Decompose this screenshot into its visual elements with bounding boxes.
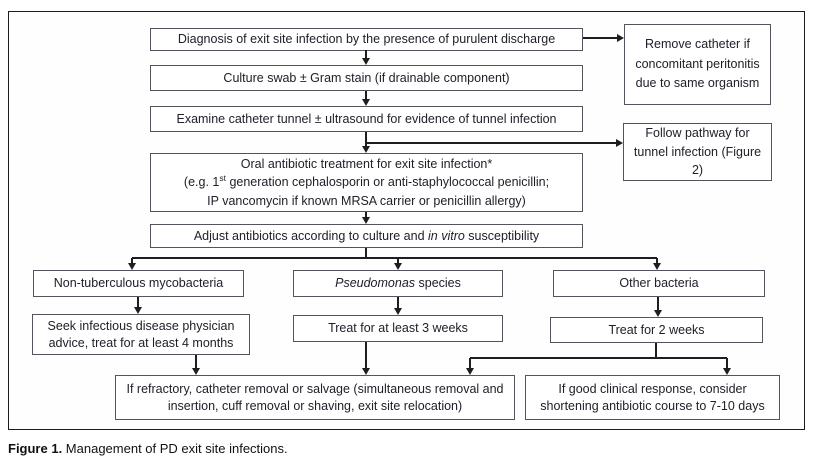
treat-3-weeks-box: Treat for at least 3 weeks <box>293 315 503 342</box>
connector-split-horizontal <box>132 257 657 259</box>
connector-seek-refractory-line <box>195 355 197 368</box>
treat-2-weeks-box: Treat for 2 weeks <box>550 317 763 343</box>
connector-diagnosis-culture-arrow <box>361 58 370 65</box>
connector-culture-examine-arrow <box>361 99 370 106</box>
connector-split-right-line <box>656 258 658 263</box>
seek-advice-box: Seek infectious disease physician advice… <box>32 314 250 355</box>
connector-split-middle-line <box>397 258 399 263</box>
oral-antibiotic-line1: Oral antibiotic treatment for exit site … <box>240 157 493 172</box>
connector-treat2-goodresponse-arrow <box>722 368 731 375</box>
connector-ntm-seek-line <box>137 297 139 307</box>
connector-examine-oral-line <box>365 132 367 146</box>
treat-2-weeks-text: Treat for 2 weeks <box>608 322 705 337</box>
pseudomonas-box: Pseudomonas species <box>293 270 503 297</box>
adjust-antibiotics-text: Adjust antibiotics according to culture … <box>194 228 539 244</box>
connector-split-left-line <box>131 258 133 263</box>
oral-antibiotic-superscript: st <box>219 173 226 184</box>
seek-advice-text: Seek infectious disease physician advice… <box>47 319 235 350</box>
connector-treat2-refractory-arrow <box>465 368 474 375</box>
connector-other-treat2-line <box>657 297 659 310</box>
connector-oral-adjust-line <box>365 212 367 217</box>
connector-diagnosis-culture-line <box>365 50 367 58</box>
connector-pseudomonas-treat3-arrow <box>393 308 402 315</box>
oral-antibiotic-box: Oral antibiotic treatment for exit site … <box>150 153 583 212</box>
refractory-box: If refractory, catheter removal or salva… <box>115 375 515 420</box>
oral-antibiotic-text: Oral antibiotic treatment for exit site … <box>184 155 549 209</box>
connector-treat2-goodresponse-line <box>726 358 728 368</box>
non-tuberculous-box: Non-tuberculous mycobacteria <box>33 270 244 297</box>
examine-tunnel-box: Examine catheter tunnel ± ultrasound for… <box>150 106 583 132</box>
diagnosis-box: Diagnosis of exit site infection by the … <box>150 28 583 51</box>
connector-split-right-arrow <box>652 263 661 270</box>
examine-tunnel-text: Examine catheter tunnel ± ultrasound for… <box>176 111 557 126</box>
good-response-box: If good clinical response, consider shor… <box>525 375 780 420</box>
remove-catheter-text: Remove catheter if concomitant peritonit… <box>635 37 760 91</box>
connector-culture-examine-line <box>365 91 367 99</box>
connector-branch-follow-pathway-arrow <box>616 138 623 147</box>
treat-3-weeks-text: Treat for at least 3 weeks <box>328 321 468 336</box>
connector-split-left-arrow <box>127 263 136 270</box>
remove-catheter-box: Remove catheter if concomitant peritonit… <box>624 24 771 105</box>
figure-caption-label: Figure 1. <box>8 441 63 456</box>
adjust-post: susceptibility <box>464 228 540 243</box>
connector-adjust-split-stem <box>365 248 367 258</box>
connector-ntm-seek-arrow <box>133 307 142 314</box>
connector-diagnosis-remove-line <box>583 37 617 39</box>
connector-oral-adjust-arrow <box>361 217 370 224</box>
follow-pathway-text: Follow pathway for tunnel infection (Fig… <box>633 125 762 178</box>
adjust-in-vitro: in vitro <box>428 228 465 243</box>
connector-treat3-refractory-arrow <box>361 368 370 375</box>
connector-branch-follow-pathway-line <box>366 142 616 144</box>
follow-pathway-box: Follow pathway for tunnel infection (Fig… <box>623 123 772 181</box>
refractory-text: If refractory, catheter removal or salva… <box>126 382 504 413</box>
adjust-antibiotics-box: Adjust antibiotics according to culture … <box>150 224 583 248</box>
pseudomonas-italic: Pseudomonas <box>335 276 416 291</box>
oral-antibiotic-line2-pre: (e.g. 1 <box>183 175 220 190</box>
connector-treat2-split-horizontal <box>470 357 727 359</box>
oral-antibiotic-line2-post: generation cephalosporin or anti-staphyl… <box>225 175 550 190</box>
oral-antibiotic-line3: IP vancomycin if known MRSA carrier or p… <box>207 193 526 208</box>
connector-examine-oral-arrow <box>361 146 370 153</box>
connector-treat2-split-stem <box>655 343 657 358</box>
connector-seek-refractory-arrow <box>191 368 200 375</box>
pseudomonas-post: species <box>415 276 461 291</box>
culture-swab-box: Culture swab ± Gram stain (if drainable … <box>150 65 583 91</box>
figure-caption-text: Management of PD exit site infections. <box>62 441 288 456</box>
good-response-text: If good clinical response, consider shor… <box>540 382 765 413</box>
other-bacteria-box: Other bacteria <box>553 270 765 297</box>
figure-caption: Figure 1. Management of PD exit site inf… <box>8 441 288 456</box>
other-bacteria-text: Other bacteria <box>619 276 699 291</box>
connector-split-middle-arrow <box>393 263 402 270</box>
connector-other-treat2-arrow <box>653 310 662 317</box>
connector-diagnosis-remove-arrow <box>617 33 624 42</box>
connector-treat2-refractory-line <box>469 358 471 368</box>
pseudomonas-text: Pseudomonas species <box>335 275 461 291</box>
diagnosis-text: Diagnosis of exit site infection by the … <box>177 32 556 47</box>
non-tuberculous-text: Non-tuberculous mycobacteria <box>53 276 224 291</box>
connector-pseudomonas-treat3-line <box>397 297 399 308</box>
adjust-pre: Adjust antibiotics according to culture … <box>193 228 428 243</box>
connector-treat3-refractory-line <box>365 342 367 368</box>
culture-swab-text: Culture swab ± Gram stain (if drainable … <box>223 70 510 85</box>
